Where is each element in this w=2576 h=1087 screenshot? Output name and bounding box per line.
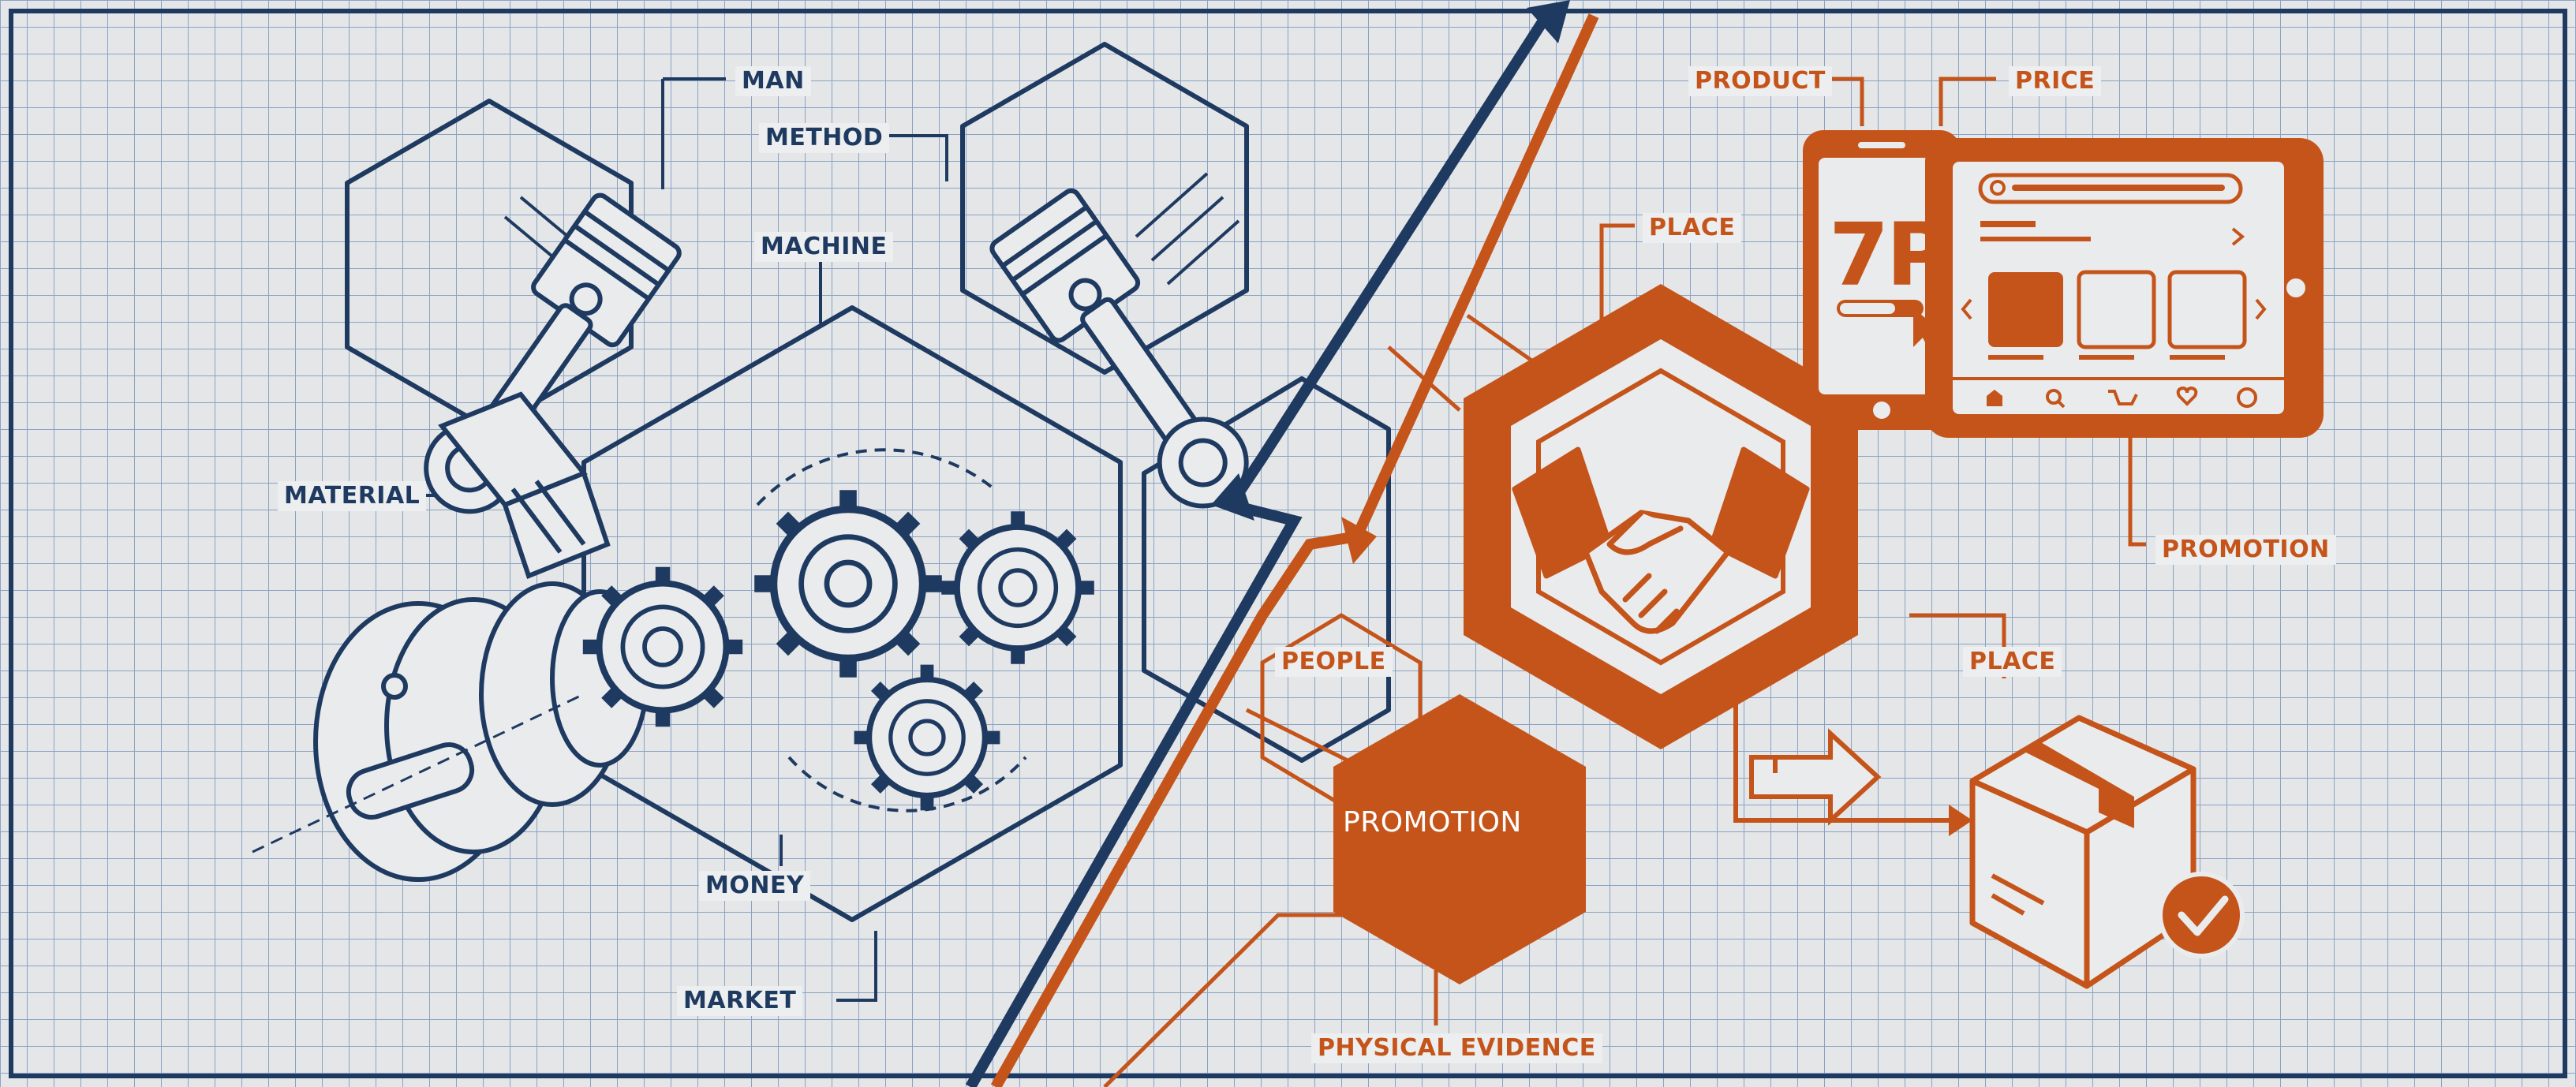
label-money: MONEY: [699, 871, 811, 901]
heart-icon: [2176, 386, 2198, 406]
promotion-hexagon: [1333, 694, 1586, 984]
tablet-icon: [1925, 138, 2324, 438]
label-product: PRODUCT: [1688, 66, 1832, 96]
hex-center: [581, 305, 1123, 922]
handshake-icon: [1512, 446, 1810, 634]
label-promotion-right: PROMOTION: [2155, 535, 2336, 565]
label-people: PEOPLE: [1275, 647, 1393, 677]
label-physical-evidence: PHYSICAL EVIDENCE: [1311, 1033, 1602, 1063]
motion-arrows: [503, 172, 1240, 286]
gear-rotation-arrows: [756, 448, 1027, 812]
label-market: MARKET: [677, 986, 803, 1016]
frame: [9, 9, 2567, 1078]
hex-right-partial: [1142, 376, 1391, 763]
home-icon: [1987, 390, 2002, 406]
package-icon: [1749, 715, 2245, 989]
divider-arrows: [965, 0, 1599, 1087]
delivery-flow-line: [1733, 678, 1957, 823]
label-man: MAN: [735, 66, 811, 96]
label-promotion-center: PROMOTION: [1343, 806, 1522, 839]
hex-right-top: [960, 42, 1249, 375]
label-place-mid: PLACE: [1963, 647, 2062, 677]
people-hexagon: [1260, 613, 1423, 807]
checkmark-icon: [2158, 872, 2245, 958]
label-machine: MACHINE: [754, 232, 894, 262]
label-method: METHOD: [759, 123, 890, 153]
user-icon: [2237, 387, 2257, 408]
delivery-arrowhead: [1949, 805, 1972, 836]
logo-7p: 7P: [1829, 204, 1950, 305]
label-price: PRICE: [2009, 66, 2102, 96]
cart-icon: [2108, 390, 2138, 405]
label-place-top: PLACE: [1643, 213, 1742, 243]
crankshaft-icon: [252, 581, 649, 882]
search-icon: [1990, 180, 2006, 196]
label-material: MATERIAL: [278, 481, 427, 511]
material-block: [438, 391, 611, 579]
